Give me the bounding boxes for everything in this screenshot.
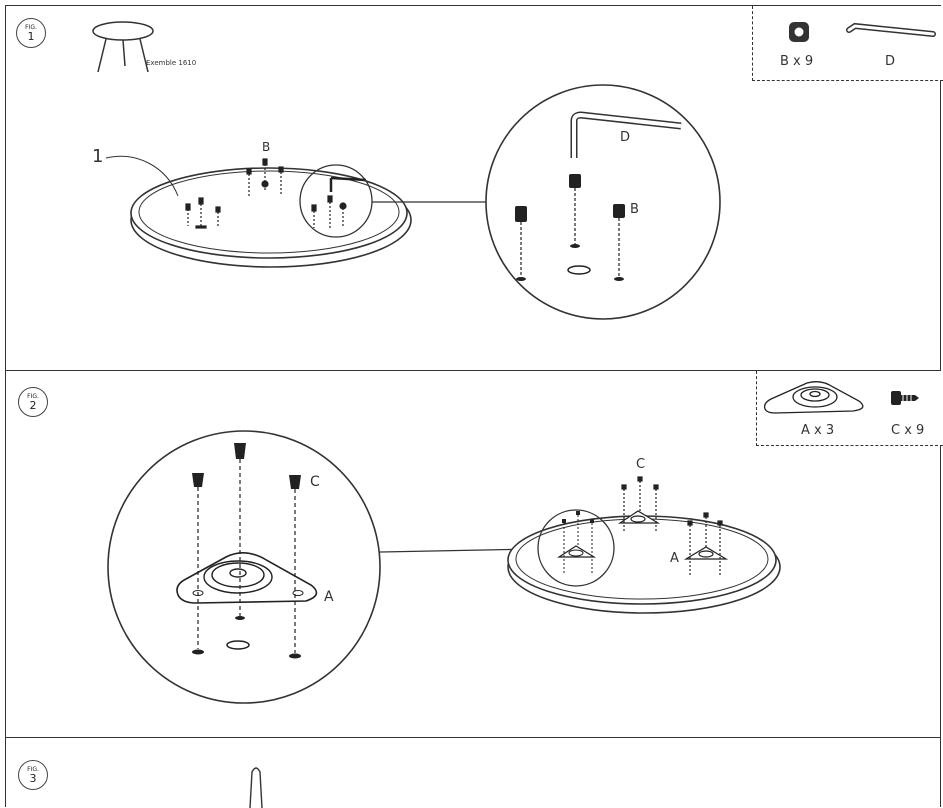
parts-box-fig-1: B x 9 D [752,6,943,81]
fig-3-badge: FIG. 3 [18,760,48,790]
screw-icon [891,391,919,405]
fig-word: FIG. [27,766,39,773]
detail-connector-line [379,548,537,553]
top-c-callout: C [636,457,646,472]
cam-lock-icon [789,22,809,42]
parts-box-fig-1-art [789,22,936,42]
product-name: Exemble 1610 [146,59,197,67]
top-a-callout: A [670,551,679,566]
part-b-quantity: B x 9 [780,54,814,69]
fig-word: FIG. [27,393,39,400]
zoom-c-callout: C [310,474,320,490]
zoom-b-callout: B [630,202,639,217]
part-c-quantity: C x 9 [891,423,925,438]
detail-zoom-circle [485,84,721,320]
step-number: 1 [92,146,104,167]
fig-1-drawing [92,21,721,320]
fig-3-panel: FIG. 3 [5,737,941,808]
leg-bracket-icon [763,381,864,414]
fig-number: 1 [27,30,35,43]
cam-lock-group-left [185,197,221,229]
table-thumbnail-icon [92,21,154,73]
zoom-d-callout: D [620,130,631,145]
fig-2-badge: FIG. 2 [18,387,48,417]
fig-number: 3 [29,772,37,785]
detail-zoom-circle [107,430,381,704]
part-b-callout: B [262,140,271,154]
part-d-label: D [885,54,896,69]
detail-marker-circle [537,509,615,587]
fig-3-drawing [249,767,263,808]
fig-2-panel: FIG. 2 [5,370,943,738]
bracket-group-right [683,512,729,575]
cam-lock-group-top [246,158,284,196]
detail-marker-circle [299,164,373,238]
allen-key-icon [846,22,936,37]
table-top-disc [130,167,412,268]
bracket-group-top [618,476,661,533]
table-leg-partial [249,767,263,808]
table-top-disc [507,515,781,614]
part-a-quantity: A x 3 [801,423,835,438]
fig-1-panel: FIG. 1 [5,5,943,371]
zoom-a-callout: A [324,589,334,605]
fig-2-drawing [107,430,781,704]
cam-lock-group-right [311,176,367,230]
parts-box-fig-2-art [763,381,919,414]
fig-number: 2 [29,399,37,412]
fig-word: FIG. [25,24,37,31]
fig-1-badge: FIG. 1 [16,18,46,48]
step-1-leader [105,155,179,197]
parts-box-fig-2: A x 3 C x 9 [756,371,943,446]
